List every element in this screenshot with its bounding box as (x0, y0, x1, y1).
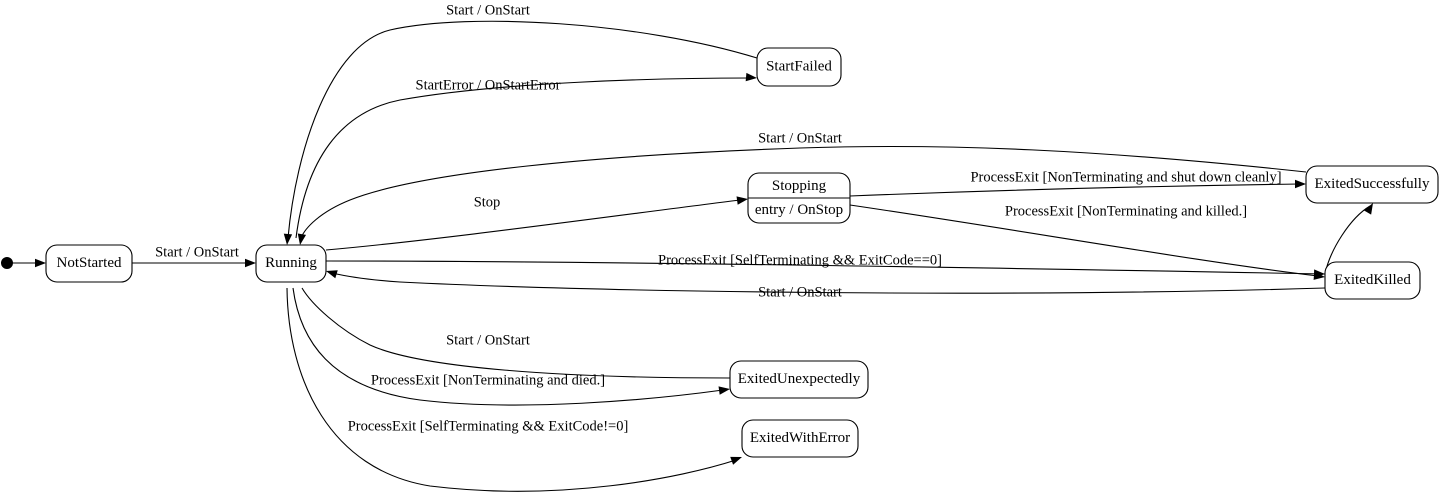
state-name-label: ExitedUnexpectedly (738, 371, 861, 387)
transition-label: ProcessExit [SelfTerminating && ExitCode… (658, 252, 942, 268)
state-name-label: ExitedSuccessfully (1315, 176, 1430, 192)
state-action-label: entry / OnStop (755, 202, 843, 218)
transition-label: Start / OnStart (155, 244, 239, 260)
transition-t-exitedsuccessfully-running[interactable] (296, 145, 1307, 245)
state-name-label: StartFailed (766, 58, 832, 74)
state-box[interactable] (741, 419, 859, 458)
state-box[interactable] (45, 244, 133, 283)
transition-path[interactable] (331, 272, 1326, 294)
state-node-stopping[interactable]: Stopping entry / OnStop (747, 172, 851, 224)
arrow-head-icon (736, 196, 748, 205)
transition-label: Start / OnStart (758, 130, 842, 146)
transition-path[interactable] (292, 287, 724, 406)
transition-t-init-notstarted[interactable] (13, 258, 46, 268)
transition-t-startfailed-running[interactable] (283, 20, 758, 245)
transition-t-exitedkilled-running[interactable] (325, 267, 1326, 294)
state-node-running[interactable]: Running (255, 244, 327, 283)
transition-label: Stop (474, 194, 501, 210)
state-name-label: Stopping (772, 178, 827, 194)
transition-path[interactable] (300, 145, 1307, 239)
state-box[interactable] (1305, 165, 1439, 204)
transition-t-stopping-exitedsuccessfully[interactable] (849, 179, 1306, 197)
transition-path[interactable] (286, 287, 737, 492)
transition-label: Start / OnStart (758, 284, 842, 300)
arrow-head-icon (283, 233, 293, 245)
transition-path[interactable] (295, 77, 751, 239)
arrow-head-icon (245, 258, 256, 268)
state-box[interactable] (729, 360, 869, 399)
transition-label: ProcessExit [SelfTerminating && ExitCode… (348, 418, 629, 434)
arrow-head-icon (1313, 269, 1325, 278)
transition-label: ProcessExit [NonTerminating and killed.] (1005, 203, 1247, 219)
state-name-label: ExitedWithError (750, 430, 850, 446)
transition-t-running-startfailed[interactable] (295, 72, 757, 239)
arrow-head-icon (730, 456, 742, 465)
transition-path[interactable] (287, 20, 758, 239)
transition-label: Start / OnStart (446, 2, 530, 18)
arrow-head-icon (1363, 203, 1373, 215)
state-node-startfailed[interactable]: StartFailed (756, 47, 842, 87)
arrow-head-icon (326, 270, 338, 279)
transition-path[interactable] (301, 287, 731, 379)
state-node-exitedunexpectedly[interactable]: ExitedUnexpectedly (729, 360, 869, 399)
state-node-exitedkilled[interactable]: ExitedKilled (1324, 261, 1421, 300)
transition-label: StartError / OnStartError (416, 77, 561, 93)
state-box[interactable] (1324, 261, 1421, 300)
state-node-notstarted[interactable]: NotStarted (45, 244, 133, 283)
state-name-label: ExitedKilled (1334, 272, 1411, 288)
transition-t-running-exitedunexpectedly[interactable] (292, 287, 731, 406)
arrow-head-icon (297, 233, 307, 245)
transition-label: ProcessExit [NonTerminating and died.] (371, 372, 605, 388)
transition-label: ProcessExit [NonTerminating and shut dow… (970, 169, 1281, 185)
transition-path[interactable] (325, 260, 1326, 275)
initial-state-dot (1, 257, 13, 269)
transition-path[interactable] (849, 204, 1319, 277)
state-name-label: NotStarted (57, 255, 122, 271)
transition-label: Start / OnStart (446, 332, 530, 348)
arrow-head-icon (745, 72, 757, 82)
state-node-exitedsuccessfully[interactable]: ExitedSuccessfully (1305, 165, 1439, 204)
transition-t-running-exitedwitherror[interactable] (286, 287, 743, 492)
state-node-exitedwitherror[interactable]: ExitedWithError (741, 419, 859, 458)
arrow-head-icon (718, 386, 730, 395)
transition-t-notstarted-running[interactable] (132, 258, 256, 268)
state-box[interactable] (255, 244, 327, 283)
state-name-label: Running (265, 255, 317, 271)
transition-t-running-exitedkilled[interactable] (325, 260, 1326, 278)
transitions-layer (13, 20, 1373, 492)
state-box[interactable] (756, 47, 842, 87)
transition-path[interactable] (849, 183, 1300, 197)
arrow-head-icon (1295, 179, 1306, 189)
transition-t-running-stopping[interactable] (325, 195, 749, 251)
arrow-head-icon (35, 258, 46, 268)
transition-path[interactable] (325, 199, 741, 251)
